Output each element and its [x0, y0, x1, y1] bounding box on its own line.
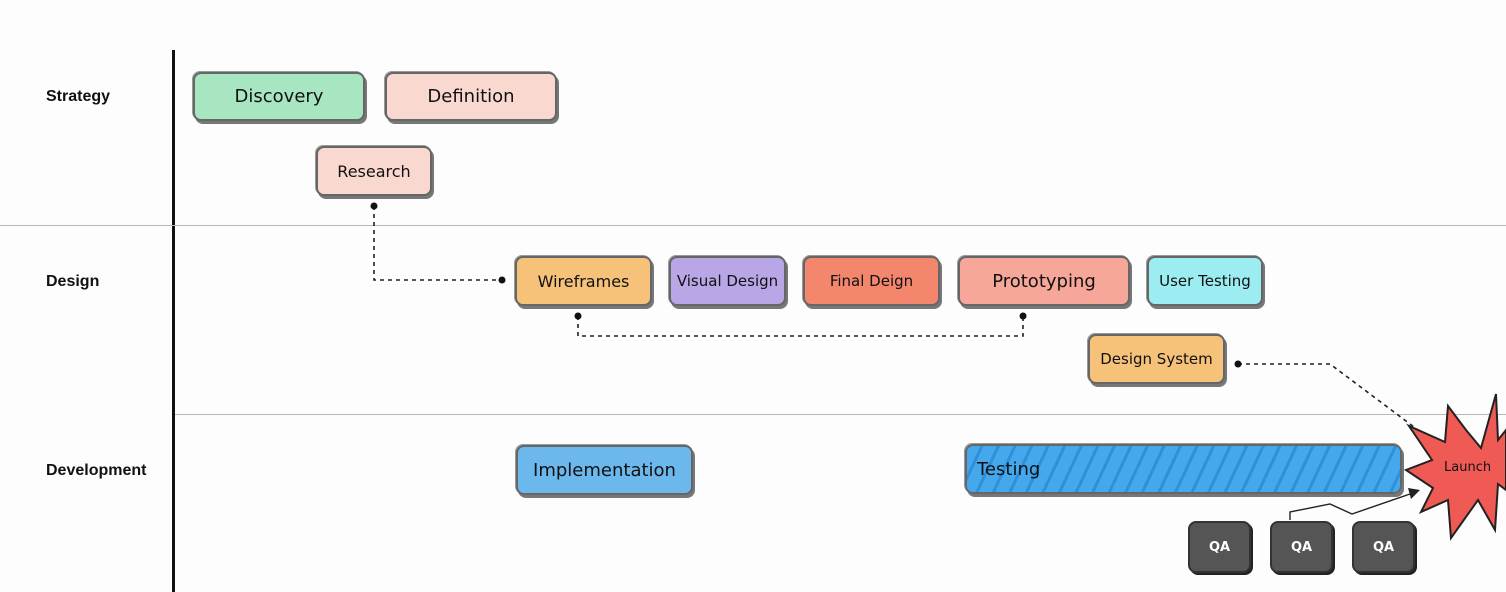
connector-dot — [1234, 360, 1242, 368]
task-implementation[interactable]: Implementation — [516, 445, 693, 495]
connector-design-system-launch — [1238, 363, 1419, 431]
task-qa-3[interactable]: QA — [1352, 521, 1415, 573]
task-definition[interactable]: Definition — [385, 72, 557, 121]
connector-dot — [498, 276, 506, 284]
launch-star-icon — [1403, 393, 1506, 541]
lane-divider-design-development — [175, 414, 1506, 415]
connector-dot — [370, 202, 378, 210]
task-research[interactable]: Research — [316, 146, 432, 196]
launch-milestone-label: Launch — [1444, 460, 1492, 475]
task-discovery[interactable]: Discovery — [193, 72, 365, 121]
task-final-design[interactable]: Final Deign — [803, 256, 940, 306]
connector-dot — [1019, 312, 1027, 320]
task-prototyping[interactable]: Prototyping — [958, 256, 1130, 306]
arrow-head-icon — [1408, 488, 1420, 499]
task-qa-1[interactable]: QA — [1188, 521, 1251, 573]
connector-wireframes-prototyping — [577, 316, 1024, 337]
timeline-axis — [172, 50, 175, 592]
lane-label-design: Design — [46, 273, 100, 290]
lane-divider-strategy-design — [0, 225, 1506, 226]
connector-dot — [574, 312, 582, 320]
lane-label-strategy: Strategy — [46, 88, 111, 105]
connector-qa-launch — [1289, 493, 1411, 520]
task-qa-2[interactable]: QA — [1270, 521, 1333, 573]
task-design-system[interactable]: Design System — [1088, 334, 1225, 384]
task-user-testing[interactable]: User Testing — [1147, 256, 1263, 306]
task-testing[interactable]: Testing — [965, 444, 1402, 494]
task-visual-design[interactable]: Visual Design — [669, 256, 786, 306]
connector-research-wireframes — [373, 206, 502, 281]
lane-label-development: Development — [46, 462, 147, 479]
task-wireframes[interactable]: Wireframes — [515, 256, 652, 306]
